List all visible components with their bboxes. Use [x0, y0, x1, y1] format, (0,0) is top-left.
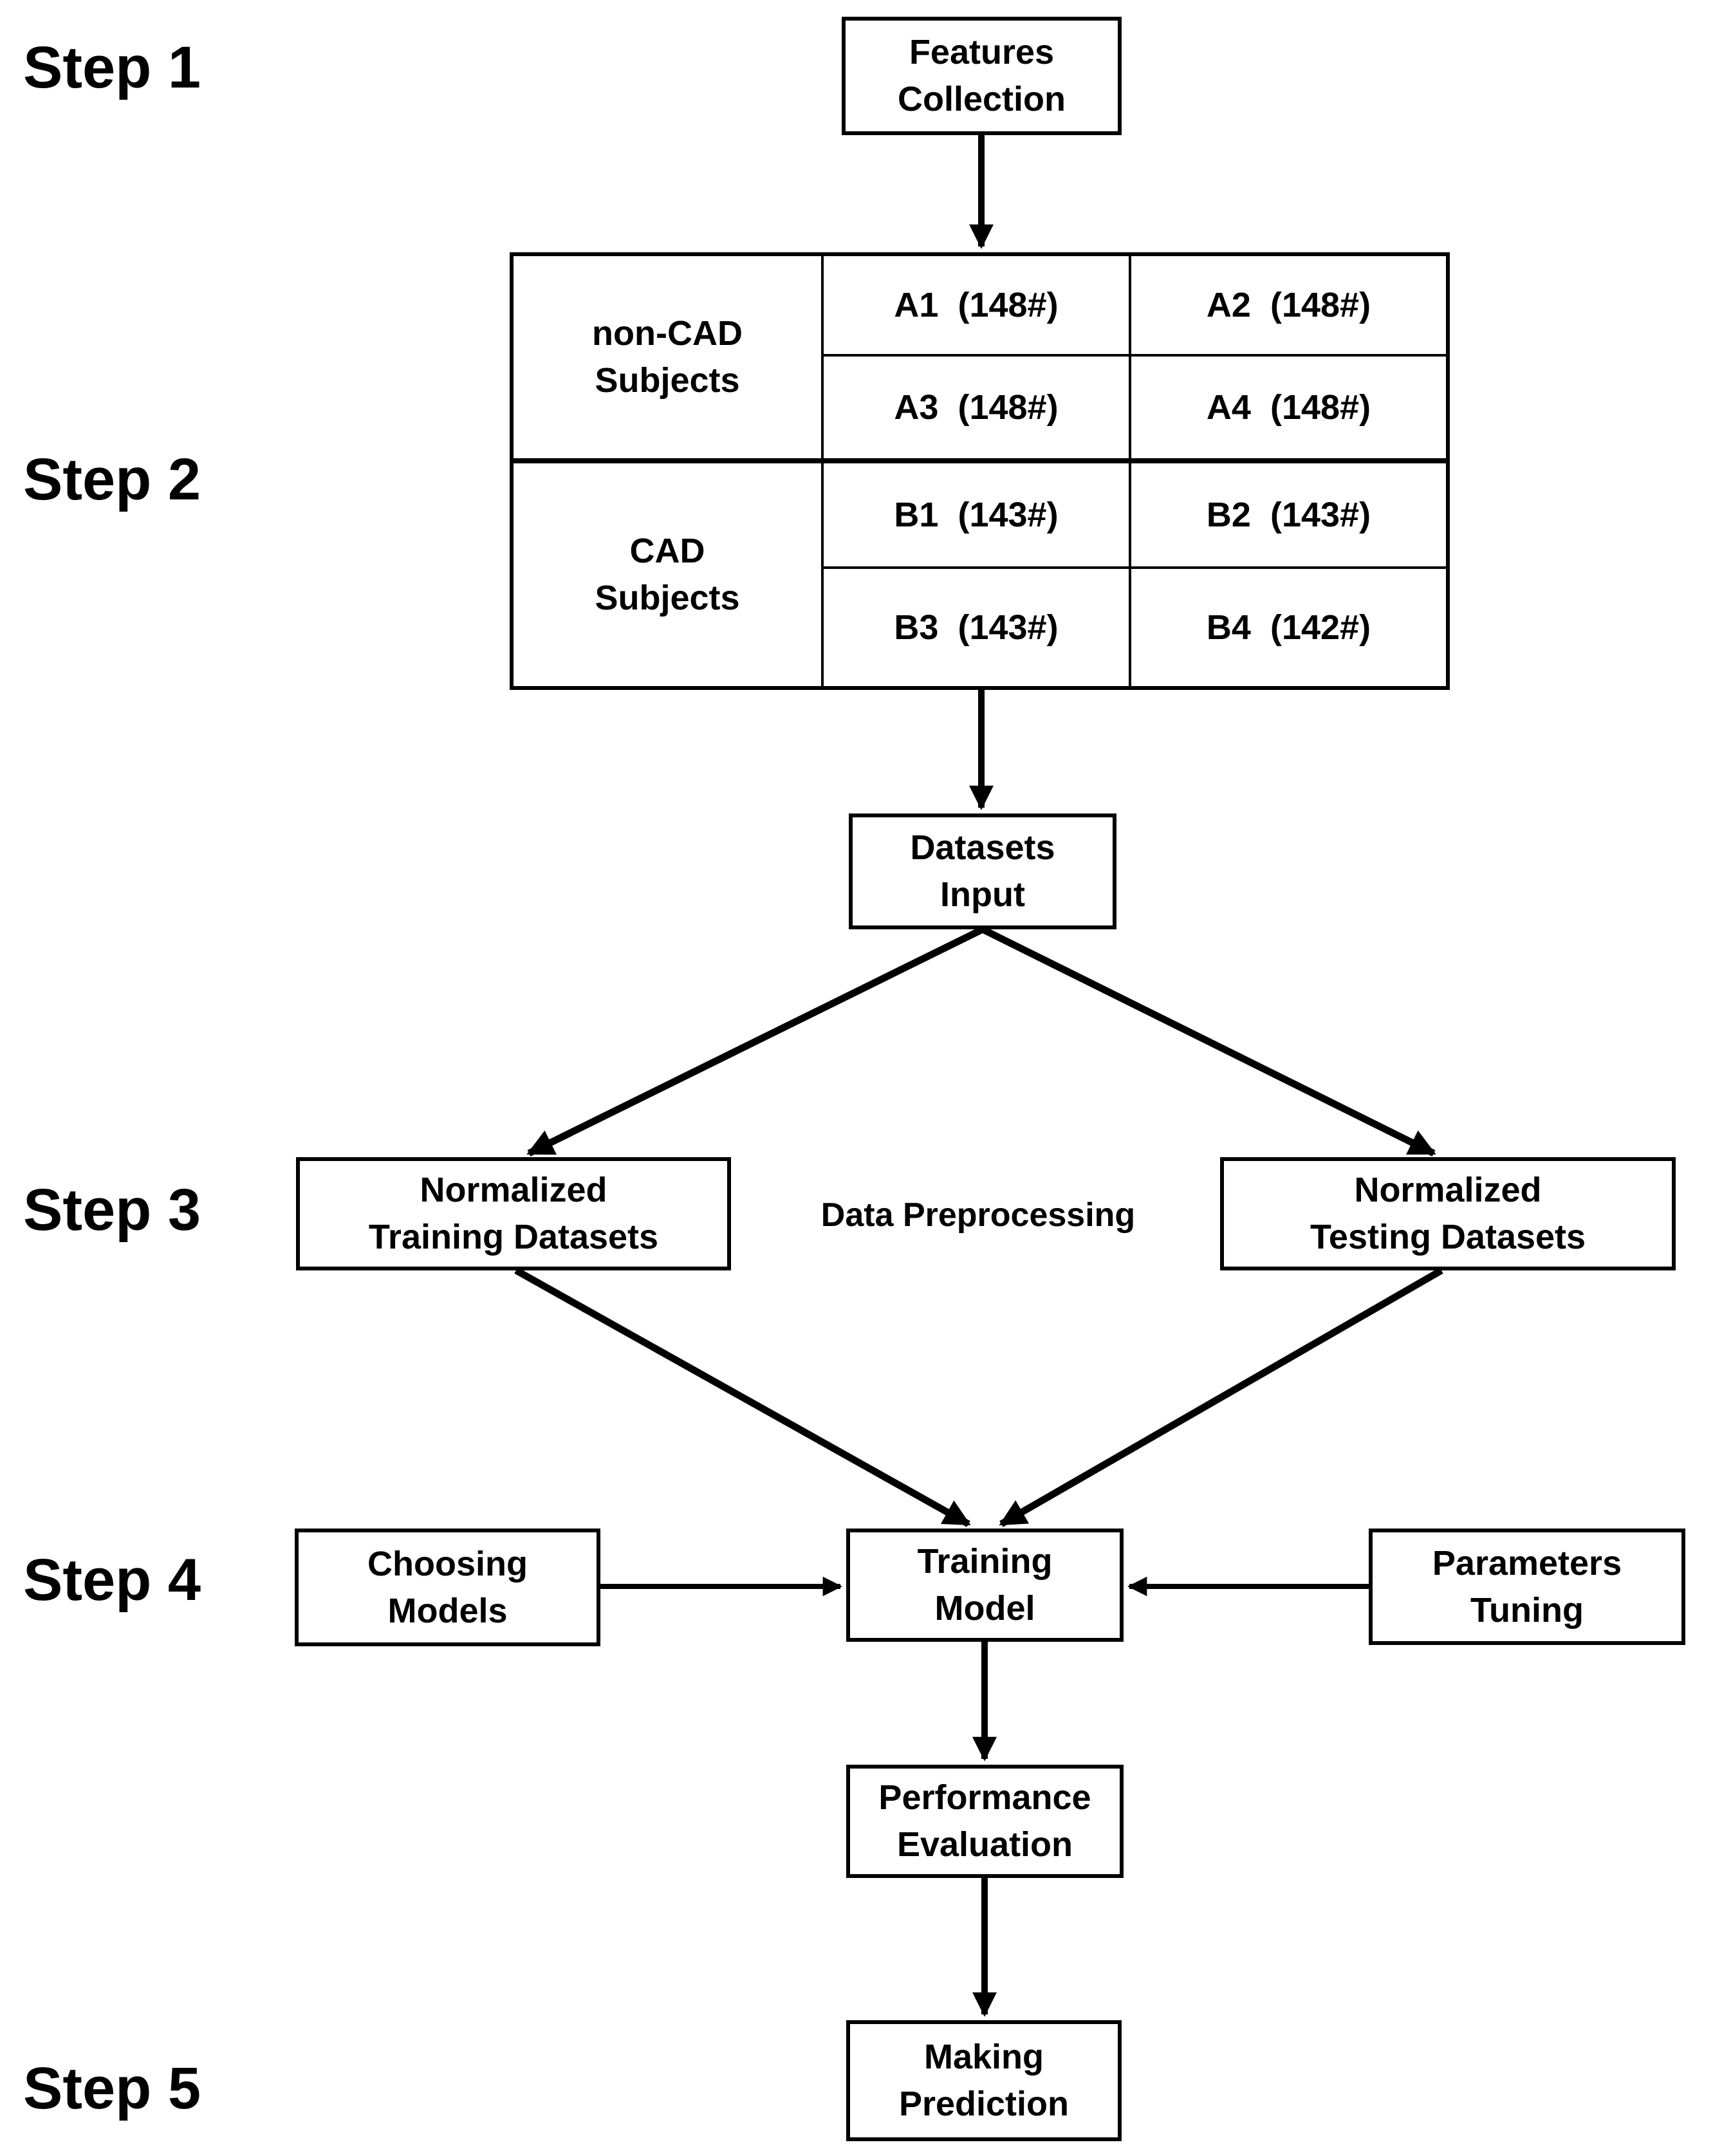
table-cell-b3: B3 (143#): [824, 569, 1131, 686]
arrow-training-datasets-to-model: [514, 1267, 971, 1527]
datasets-input-line2: Input: [940, 875, 1025, 914]
normalized-testing-line2: Testing Datasets: [1310, 1218, 1586, 1256]
features-collection-line1: Features: [909, 33, 1055, 71]
parameters-tuning-node: Parameters Tuning: [1369, 1529, 1685, 1645]
non-cad-label-line2: Subjects: [595, 361, 740, 400]
datasets-input-line1: Datasets: [910, 828, 1055, 867]
table-cell-a1: A1 (148#): [824, 256, 1131, 357]
performance-evaluation-line2: Evaluation: [896, 1825, 1073, 1864]
training-model-node: Training Model: [846, 1529, 1124, 1642]
arrow-datasets-to-training: [526, 926, 985, 1157]
parameters-tuning-line2: Tuning: [1470, 1590, 1584, 1630]
choosing-models-line1: Choosing: [367, 1544, 528, 1583]
normalized-training-node: Normalized Training Datasets: [296, 1157, 731, 1270]
table-group-non-cad: non-CAD Subjects: [514, 256, 824, 463]
step-5-label: Step 5: [23, 2055, 201, 2121]
datasets-input-node: Datasets Input: [849, 813, 1116, 929]
making-prediction-line2: Prediction: [898, 2085, 1069, 2123]
subjects-table: non-CAD Subjects A1 (148#) A2 (148#) A3 …: [510, 252, 1450, 690]
normalized-training-line1: Normalized: [420, 1171, 607, 1209]
cad-label-line2: Subjects: [595, 579, 740, 617]
table-group-cad: CAD Subjects: [514, 463, 824, 686]
making-prediction-node: Making Prediction: [846, 2020, 1122, 2141]
features-collection-line2: Collection: [897, 80, 1066, 118]
normalized-training-line2: Training Datasets: [368, 1218, 659, 1256]
choosing-models-node: Choosing Models: [295, 1529, 600, 1646]
step-2-label: Step 2: [23, 446, 201, 512]
normalized-testing-line1: Normalized: [1354, 1171, 1542, 1209]
step-1-label: Step 1: [23, 34, 201, 100]
table-cell-a3: A3 (148#): [824, 357, 1131, 463]
parameters-tuning-line1: Parameters: [1432, 1543, 1622, 1583]
data-preprocessing-label: Data Preprocessing: [820, 1196, 1136, 1234]
choosing-models-line2: Models: [387, 1591, 508, 1630]
normalized-testing-node: Normalized Testing Datasets: [1220, 1157, 1676, 1270]
table-cell-b4: B4 (142#): [1206, 608, 1371, 647]
performance-evaluation-node: Performance Evaluation: [846, 1765, 1124, 1878]
features-collection-node: Features Collection: [842, 17, 1122, 135]
training-model-line2: Model: [934, 1589, 1035, 1628]
table-cell-a2: A2 (148#): [1131, 256, 1446, 357]
table-cell-b2: B2 (143#): [1131, 463, 1446, 569]
training-model-line1: Training: [917, 1542, 1053, 1581]
performance-evaluation-line1: Performance: [878, 1778, 1091, 1817]
arrow-testing-datasets-to-model: [999, 1267, 1443, 1527]
step-4-label: Step 4: [23, 1547, 201, 1613]
arrow-datasets-to-testing: [981, 926, 1436, 1157]
step-3-label: Step 3: [23, 1176, 201, 1243]
cad-label-line1: CAD: [629, 532, 705, 570]
making-prediction-line1: Making: [923, 2038, 1044, 2076]
table-cell-b1: B1 (143#): [824, 463, 1131, 569]
table-cell-a4: A4 (148#): [1131, 357, 1446, 463]
non-cad-label-line1: non-CAD: [592, 314, 743, 353]
